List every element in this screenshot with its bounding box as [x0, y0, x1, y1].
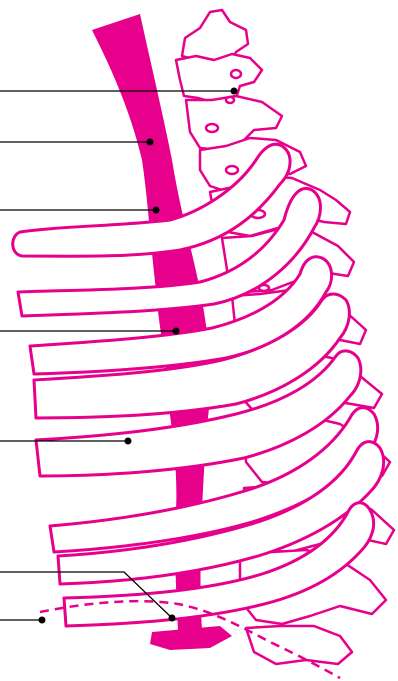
- leader-line-7: [0, 617, 46, 624]
- leader-dot-7: [39, 617, 46, 624]
- leader-dot-4: [173, 328, 180, 335]
- foramen-1: [206, 124, 218, 132]
- foramen-2: [226, 166, 238, 174]
- thoracic-vertebra-8: [246, 626, 352, 664]
- leader-dot-2: [147, 139, 154, 146]
- diaphragm-base: [150, 626, 232, 650]
- leader-dot-1: [231, 88, 238, 95]
- leader-dot-3: [153, 207, 160, 214]
- foramen-5: [231, 70, 241, 78]
- leader-line-2: [0, 139, 154, 146]
- cervical-vertebra-2: [176, 54, 262, 104]
- leader-line-3: [0, 207, 160, 214]
- leader-line-4: [0, 328, 180, 335]
- leader-dot-6: [169, 615, 176, 622]
- leader-dot-5: [125, 438, 132, 445]
- foramen-4: [226, 97, 234, 103]
